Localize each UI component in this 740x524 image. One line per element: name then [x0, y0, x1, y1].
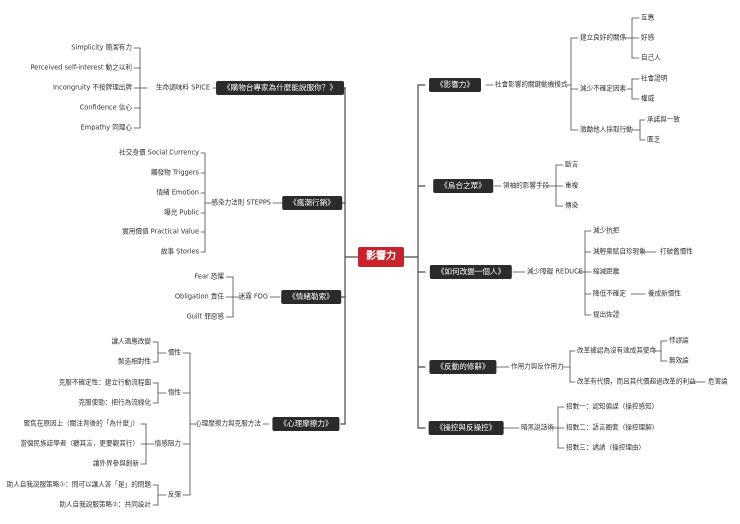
influence-rel-item[interactable]: 互惠	[641, 13, 655, 22]
change-item[interactable]: 降低不確定	[593, 289, 626, 298]
pipers-mid[interactable]: 領袖的影響手段	[503, 181, 550, 190]
buy-item[interactable]: Empathy 同理心	[80, 123, 132, 132]
contagious-item[interactable]: 曝光 Public	[164, 208, 199, 217]
friction-reactance-item[interactable]: 助人自我說服策略①：問可以讓人答「是」的問題	[6, 480, 151, 489]
emotion-item[interactable]: Obligation 責任	[174, 292, 224, 301]
friction-emotional-item[interactable]: 讓外界參與創新	[92, 459, 139, 468]
root-node[interactable]: 影響力	[358, 247, 404, 267]
manipulate-mid[interactable]: 暗黑說話術	[521, 423, 554, 432]
contagious-item[interactable]: 情緒 Emotion	[156, 188, 199, 197]
influence-unc[interactable]: 減少不確定因素	[580, 84, 627, 93]
pipers-item[interactable]: 傳染	[565, 201, 579, 210]
change-side[interactable]: 養成新慣性	[648, 289, 681, 298]
backfire-side[interactable]: 危害論	[708, 377, 728, 386]
friction-emotional[interactable]: 情感阻力	[154, 439, 181, 448]
branch-pipers[interactable]: 《烏合之眾》	[433, 179, 493, 193]
change-item[interactable]: 減少抗拒	[593, 226, 620, 235]
contagious-item[interactable]: 故事 Stories	[160, 247, 199, 256]
pipers-item[interactable]: 斷言	[565, 160, 579, 169]
backfire-item[interactable]: 改革被認為沒有達成其使命	[577, 346, 657, 355]
friction-reactance-item[interactable]: 助人自我說服策略②：共同設計	[59, 500, 151, 509]
influence-unc-item[interactable]: 社會證明	[641, 74, 668, 83]
friction-mid[interactable]: 心理摩擦力與克服方法	[195, 419, 261, 428]
contagious-item[interactable]: 觸發物 Triggers	[150, 168, 199, 177]
branch-influence[interactable]: 《影響力》	[429, 78, 481, 92]
branch-contagious[interactable]: 《瘋潮行銷》	[282, 196, 342, 210]
buy-item[interactable]: Incongruity 不按牌理出牌	[52, 83, 132, 92]
influence-act-item[interactable]: 承諾與一致	[647, 115, 680, 124]
branch-manipulate[interactable]: 《操控與反操控》	[428, 421, 504, 435]
change-mid[interactable]: 減少障礙 REDUCE	[527, 267, 583, 276]
emotion-item[interactable]: Fear 恐懼	[194, 272, 224, 281]
buy-item[interactable]: Perceived self-interest 動之以利	[30, 63, 132, 72]
friction-inertia[interactable]: 慣性	[167, 348, 181, 357]
change-side[interactable]: 打破舊慣性	[660, 247, 693, 256]
buy-item[interactable]: Confidence 信心	[79, 103, 132, 112]
manipulate-item[interactable]: 招數二：語言圈套（操控理解）	[566, 423, 659, 432]
backfire-sub[interactable]: 悖謬論	[669, 336, 689, 345]
change-item[interactable]: 縮減距離	[593, 267, 620, 276]
influence-rel-item[interactable]: 好感	[641, 33, 655, 42]
friction-emotional-item[interactable]: 當個民族誌學者（聽其言，更要觀其行）	[20, 439, 139, 448]
branch-change[interactable]: 《如何改變一個人》	[429, 265, 513, 279]
emotion-mid[interactable]: 迷霧 FOG	[238, 292, 268, 301]
contagious-mid[interactable]: 感染力法則 STEPPS	[211, 198, 271, 207]
branch-buy[interactable]: 《購物台專家為什麼能說服你？》	[216, 81, 344, 95]
friction-inertia-item[interactable]: 製造相對性	[118, 357, 151, 366]
contagious-item[interactable]: 實用價值 Practical Value	[122, 227, 199, 236]
backfire-item[interactable]: 改革有代價，而且其代價超過改革的利益	[577, 377, 696, 386]
influence-rel-item[interactable]: 自己人	[641, 53, 661, 62]
emotion-item[interactable]: Guilt 罪惡感	[186, 312, 224, 321]
buy-mid[interactable]: 生命調味料 SPICE	[156, 83, 210, 92]
friction-reactance[interactable]: 反彈	[167, 490, 181, 499]
manipulate-item[interactable]: 招數一：認知偏誤（操控感知）	[566, 402, 659, 411]
influence-unc-item[interactable]: 權威	[641, 94, 655, 103]
change-item[interactable]: 減輕稟賦自珍現象	[593, 247, 646, 256]
manipulate-item[interactable]: 招數三：誘誘（操控理由）	[566, 443, 646, 452]
influence-mid[interactable]: 社會影響的關鍵動機模式	[495, 80, 568, 89]
branch-backfire[interactable]: 《反動的修辭》	[429, 360, 497, 374]
influence-rel[interactable]: 建立良好的關係	[580, 33, 627, 42]
influence-act-item[interactable]: 匱乏	[647, 135, 661, 144]
change-item[interactable]: 提出佐證	[593, 310, 620, 319]
friction-inertia-item[interactable]: 讓人適應改變	[111, 337, 151, 346]
buy-item[interactable]: Simplicity 簡潔有力	[71, 43, 132, 52]
backfire-sub[interactable]: 無效論	[669, 356, 689, 365]
contagious-item[interactable]: 社交身價 Social Currency	[119, 148, 199, 157]
friction-effort[interactable]: 惰性	[167, 388, 181, 397]
pipers-item[interactable]: 重複	[565, 181, 579, 190]
branch-emotion[interactable]: 《情緒勒索》	[281, 290, 341, 304]
influence-act[interactable]: 激勵他人採取行動	[580, 125, 633, 134]
friction-effort-item[interactable]: 克服使勁：把行為流線化	[78, 398, 151, 407]
branch-friction[interactable]: 《心理摩擦力》	[272, 417, 340, 431]
backfire-mid[interactable]: 作用力與反作用力	[511, 362, 564, 371]
friction-emotional-item[interactable]: 聚焦在原因上（關注背後的「為什麼」）	[23, 419, 139, 428]
friction-effort-item[interactable]: 克服不確定性：建立行動流程圖	[58, 378, 151, 387]
